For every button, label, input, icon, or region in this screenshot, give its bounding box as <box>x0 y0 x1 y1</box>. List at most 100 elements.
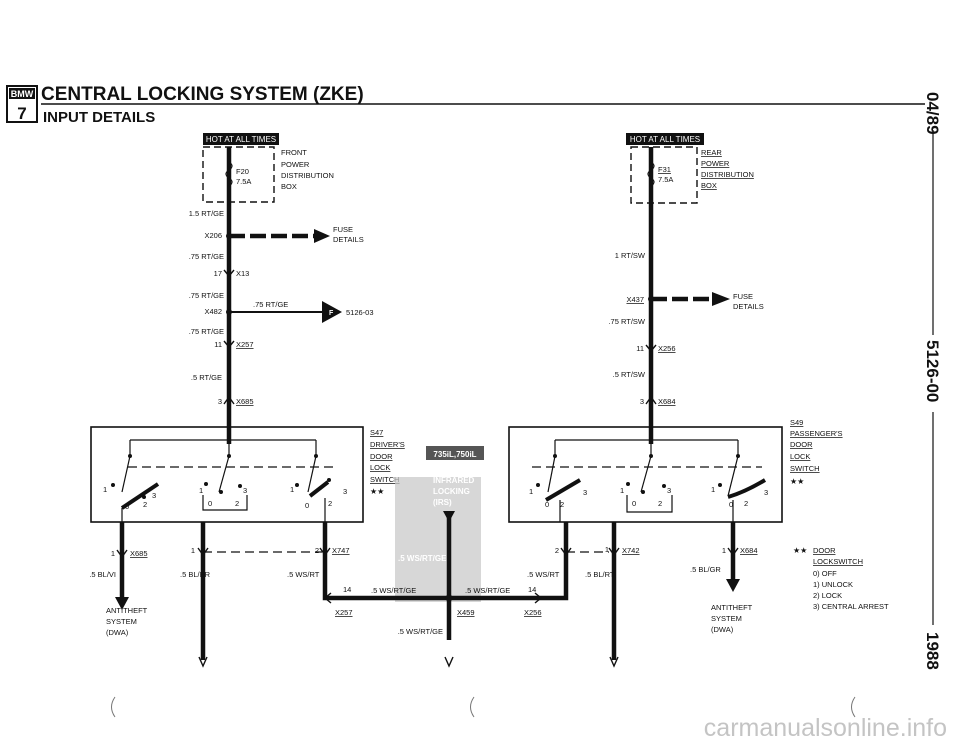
switch-s49-box <box>508 426 783 523</box>
pin-number: 11 <box>636 344 644 353</box>
side-strip: 04/89 5126-00 1988 <box>923 92 942 670</box>
arrow-down-icon <box>726 579 740 592</box>
box-label-rear: REAR <box>701 148 722 157</box>
conn-x747: X747 <box>332 546 350 555</box>
contact-number: 2 <box>560 500 564 509</box>
page-subtitle: INPUT DETAILS <box>43 109 155 126</box>
contact-number: 3 <box>667 486 671 495</box>
wire-label: .5 RT/GE <box>191 373 222 382</box>
connector-pin-icon <box>223 340 235 349</box>
right-supply: HOT AT ALL TIMES F31 7.5A REAR POWER DIS… <box>608 133 764 444</box>
s49-label: SWITCH <box>790 464 820 473</box>
irs-wire-label: .5 WS/RT/GE <box>398 554 447 563</box>
conn-x437: X437 <box>626 295 644 304</box>
conn-x13: X13 <box>236 269 249 278</box>
box-label-distribution: DISTRIBUTION <box>281 171 334 180</box>
conn-x459: X459 <box>457 608 475 617</box>
hot-badge-right <box>626 133 704 145</box>
irs-label: (IRS) <box>433 498 452 507</box>
s47-label: DRIVER'S <box>370 440 405 449</box>
box-label-front: FRONT <box>281 148 307 157</box>
pin-number: 1 <box>722 546 726 555</box>
door-lockswitch-legend: ★★ DOOR LOCKSWITCH 0) OFF 1) UNLOCK 2) L… <box>793 546 889 611</box>
fuse-f20-label: F20 <box>236 167 249 176</box>
irs-shaded-area <box>395 477 481 602</box>
conn-x685: X685 <box>130 549 148 558</box>
contact-number: 1 <box>290 485 294 494</box>
box-label-box: BOX <box>281 182 297 191</box>
contact-number: 2 <box>328 499 332 508</box>
switch-s47-box <box>90 426 364 523</box>
wire-label: 1 RT/SW <box>615 251 646 260</box>
ref-arrow-icon <box>322 301 342 323</box>
contact-number: 3 <box>243 486 247 495</box>
contact-number: 2 <box>235 499 239 508</box>
conn-x742: X742 <box>622 546 640 555</box>
legend-stars: ★★ <box>793 546 807 555</box>
side-date: 04/89 <box>923 92 942 135</box>
fuse-f20-symbol <box>225 161 233 187</box>
s47-label: SWITCH <box>370 475 400 484</box>
connector-pin-icon <box>727 547 739 557</box>
pin-number: 2 <box>315 546 319 555</box>
scan-mark <box>851 696 856 718</box>
contact-number: 3 <box>583 488 587 497</box>
legend-item: 0) OFF <box>813 569 837 578</box>
s49-label: DOOR <box>790 440 813 449</box>
left-supply: HOT AT ALL TIMES F20 7.5A FRONT POWER DI… <box>189 133 374 444</box>
fuse-details-label: FUSE <box>333 225 353 234</box>
s47-note-stars: ★★ <box>370 487 384 496</box>
contact-number: 3 <box>343 487 347 496</box>
connector-pin-icon <box>560 547 572 557</box>
wire-label: .5 WS/RT/GE <box>465 586 510 595</box>
irs-model-badge <box>426 446 484 460</box>
wire-label: .5 RT/SW <box>613 370 646 379</box>
s49-label: LOCK <box>790 452 810 461</box>
contact-number: 0 <box>545 500 549 509</box>
contact-number: 1 <box>199 486 203 495</box>
hot-badge-right-text: HOT AT ALL TIMES <box>630 135 700 144</box>
conn-x256: X256 <box>524 608 542 617</box>
legend-item: 1) UNLOCK <box>813 580 853 589</box>
box-label-distribution: DISTRIBUTION <box>701 170 754 179</box>
connector-pin-icon <box>645 395 657 405</box>
wire-label: .5 BL/GR <box>690 565 721 574</box>
wire-label: .75 RT/SW <box>608 317 645 326</box>
wire-label: .75 RT/GE <box>253 300 288 309</box>
ref-page: 5126-03 <box>346 308 374 317</box>
wire-label: .5 BL/RT <box>585 570 615 579</box>
pin-number: 1 <box>111 549 115 558</box>
contact-number: 1 <box>620 486 624 495</box>
contact-number: 2 <box>143 500 147 509</box>
contact-number: 1 <box>103 485 107 494</box>
fuse-f20-rating: 7.5A <box>236 177 251 186</box>
hot-badge-left <box>203 133 279 145</box>
pin-number: 2 <box>555 546 559 555</box>
wire-label: .5 BL/VI <box>89 570 116 579</box>
side-code: 5126-00 <box>923 340 942 402</box>
fuse-details-label: DETAILS <box>733 302 764 311</box>
contact-number: 0 <box>632 499 636 508</box>
wire-continue-icon <box>444 656 454 668</box>
footer: carmanualsonline.info <box>111 696 947 742</box>
fuse-details-label: FUSE <box>733 292 753 301</box>
center-bottom: X459 .5 WS/RT/GE <box>398 594 475 668</box>
conn-x257: X257 <box>236 340 254 349</box>
conn-x685: X685 <box>236 397 254 406</box>
conn-x256: X256 <box>658 344 676 353</box>
rear-power-box <box>630 146 698 204</box>
front-power-box <box>202 146 275 203</box>
antitheft-label: (DWA) <box>106 628 129 637</box>
box-label-power: POWER <box>701 159 730 168</box>
connector-pin-icon <box>645 344 657 353</box>
wire-label-1-5-rtge: 1.5 RT/GE <box>189 209 224 218</box>
contact-number: 3 <box>152 491 156 500</box>
arrow-right-icon <box>314 229 330 243</box>
connector-pin-icon <box>116 549 128 559</box>
antitheft-label: SYSTEM <box>711 614 742 623</box>
wire-ws-rt-ge-right <box>449 522 569 601</box>
conn-x257: X257 <box>335 608 353 617</box>
irs-label: LOCKING <box>433 487 470 496</box>
side-year: 1988 <box>923 632 942 670</box>
antitheft-label: (DWA) <box>711 625 734 634</box>
